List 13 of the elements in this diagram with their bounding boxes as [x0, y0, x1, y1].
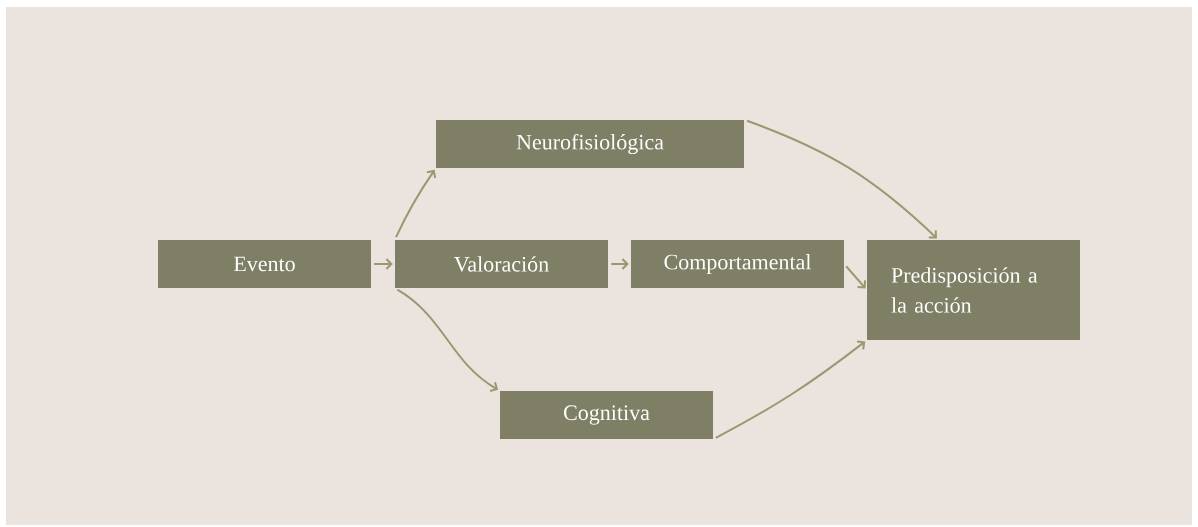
- arrow: [746, 119, 937, 239]
- process-box: Evento: [158, 240, 371, 288]
- arrow: [396, 288, 499, 392]
- arrow: [610, 258, 629, 270]
- arrow: [395, 169, 437, 239]
- process-box: Valoración: [395, 240, 608, 288]
- process-box: Comportamental: [631, 240, 844, 288]
- process-box: Neurofisiológica: [436, 120, 744, 168]
- process-box: Predisposición a la acción: [867, 240, 1080, 340]
- arrow: [373, 258, 393, 270]
- arrow: [845, 265, 867, 289]
- process-box: Cognitiva: [500, 391, 713, 439]
- arrow: [714, 340, 866, 439]
